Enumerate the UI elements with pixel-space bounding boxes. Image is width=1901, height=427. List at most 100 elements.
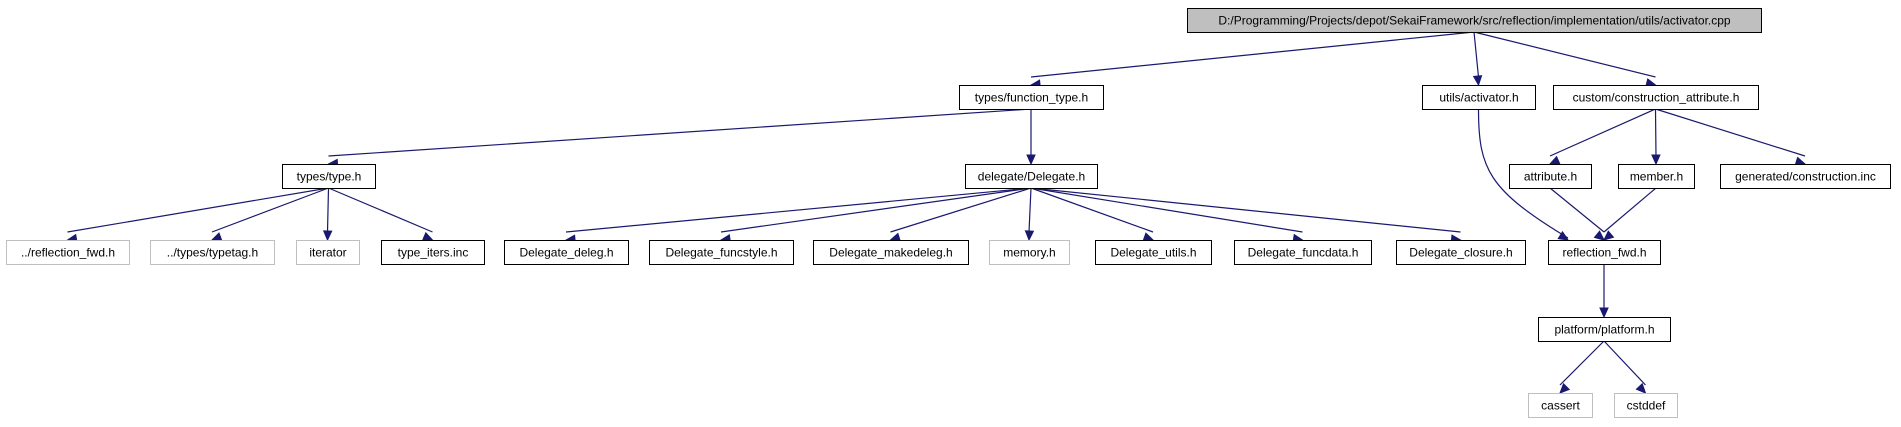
node-generated-construction[interactable]: generated/construction.inc: [1720, 164, 1891, 189]
node-delegate-closure[interactable]: Delegate_closure.h: [1396, 240, 1526, 265]
edge-arrowhead: [1024, 230, 1035, 242]
node-delegate-deleg[interactable]: Delegate_deleg.h: [504, 240, 629, 265]
edge-delegate-to-delegate_deleg: [564, 187, 1032, 244]
node-label: custom/construction_attribute.h: [1573, 91, 1740, 105]
node-root[interactable]: D:/Programming/Projects/depot/SekaiFrame…: [1187, 8, 1762, 33]
edge-attribute-to-reflection_fwd: [1549, 187, 1605, 241]
edge-root-to-function_type: [1029, 31, 1475, 89]
node-box: [965, 164, 1098, 189]
edge-line: [1603, 340, 1646, 386]
edge-construction_attribute-to-member: [1651, 108, 1661, 166]
edge-line: [328, 187, 433, 233]
node-box: [1538, 317, 1671, 342]
node-label: reflection_fwd.h: [1562, 246, 1646, 260]
edge-line: [67, 187, 329, 233]
node-box: [1548, 240, 1661, 265]
edge-arrowhead: [1557, 230, 1570, 241]
node-box: [1095, 240, 1212, 265]
node-attribute[interactable]: attribute.h: [1509, 164, 1592, 189]
edge-arrowhead: [1603, 230, 1615, 241]
edge-line: [1603, 187, 1657, 233]
node-delegate-utils[interactable]: Delegate_utils.h: [1095, 240, 1212, 265]
node-function-type[interactable]: types/function_type.h: [959, 85, 1104, 110]
edge-line: [1028, 187, 1032, 233]
edge-line: [1549, 108, 1656, 157]
nodes-layer: D:/Programming/Projects/depot/SekaiFrame…: [6, 8, 1891, 418]
edge-arrowhead: [1559, 382, 1571, 394]
edge-arrowhead: [1599, 307, 1609, 319]
node-label: platform/platform.h: [1554, 323, 1654, 337]
node-box: [381, 240, 485, 265]
node-label: Delegate_makedeleg.h: [829, 246, 952, 260]
edge-types_type-to-type_iters: [328, 187, 434, 241]
edge-platform-to-cassert: [1559, 340, 1605, 394]
node-label: delegate/Delegate.h: [978, 170, 1085, 184]
edge-reflection_fwd-to-platform: [1599, 264, 1609, 319]
edge-line: [565, 187, 1032, 233]
edge-delegate-to-delegate_funcstyle: [719, 187, 1032, 244]
edge-line: [1549, 187, 1605, 233]
node-type-iters[interactable]: type_iters.inc: [381, 240, 485, 265]
node-label: iterator: [309, 246, 346, 260]
node-delegate-funcdata[interactable]: Delegate_funcdata.h: [1234, 240, 1372, 265]
edge-member-to-reflection_fwd: [1603, 187, 1657, 241]
node-box: [1187, 8, 1762, 33]
edge-types_type-to-rel_reflection_fwd: [66, 187, 329, 244]
node-rel-reflection-fwd: ../reflection_fwd.h: [6, 240, 130, 265]
node-box: [1396, 240, 1526, 265]
node-delegate-makedeleg[interactable]: Delegate_makedeleg.h: [813, 240, 969, 265]
edges-layer: [66, 31, 1807, 394]
edge-arrowhead: [1026, 154, 1036, 166]
node-memory: memory.h: [989, 240, 1070, 265]
edge-arrowhead: [1635, 382, 1647, 394]
node-box: [1618, 164, 1695, 189]
node-label: cstddef: [1627, 399, 1666, 413]
edge-line: [720, 187, 1032, 233]
edge-line: [1030, 31, 1475, 78]
edge-line: [1559, 340, 1605, 386]
node-box: [813, 240, 969, 265]
edge-function_type-to-types_type: [327, 108, 1032, 169]
edge-delegate-to-delegate_closure: [1030, 187, 1462, 244]
node-delegate-funcstyle[interactable]: Delegate_funcstyle.h: [649, 240, 794, 265]
edge-construction_attribute-to-generated_construction: [1655, 108, 1807, 166]
node-member[interactable]: member.h: [1618, 164, 1695, 189]
edge-arrowhead: [1548, 155, 1561, 165]
node-box: [282, 164, 376, 189]
edge-types_type-to-rel_typetag: [210, 187, 329, 242]
node-label: ../types/typetag.h: [167, 246, 258, 260]
node-box: [1528, 393, 1593, 418]
edge-line: [1030, 187, 1303, 233]
node-utils-activator[interactable]: utils/activator.h: [1422, 85, 1536, 110]
edge-delegate-to-delegate_funcdata: [1030, 187, 1304, 244]
edge-platform-to-cstddef: [1603, 340, 1647, 394]
edge-function_type-to-delegate: [1026, 109, 1036, 166]
edge-line: [211, 187, 329, 233]
node-label: Delegate_utils.h: [1110, 246, 1196, 260]
node-label: memory.h: [1003, 246, 1055, 260]
node-reflection-fwd[interactable]: reflection_fwd.h: [1548, 240, 1661, 265]
edge-arrowhead: [1142, 232, 1155, 242]
node-label: ../reflection_fwd.h: [21, 246, 115, 260]
node-delegate[interactable]: delegate/Delegate.h: [965, 164, 1098, 189]
node-box: [504, 240, 629, 265]
node-construction-attribute[interactable]: custom/construction_attribute.h: [1553, 85, 1759, 110]
node-label: Delegate_deleg.h: [519, 246, 613, 260]
node-rel-typetag: ../types/typetag.h: [150, 240, 275, 265]
edge-line: [1477, 108, 1569, 239]
node-types-type[interactable]: types/type.h: [282, 164, 376, 189]
edge-line: [1473, 31, 1656, 78]
node-platform[interactable]: platform/platform.h: [1538, 317, 1671, 342]
node-label: types/function_type.h: [975, 91, 1088, 105]
node-box: [959, 85, 1104, 110]
edge-line: [1655, 108, 1806, 157]
edge-types_type-to-iterator: [322, 187, 333, 242]
node-label: member.h: [1630, 170, 1683, 184]
node-label: D:/Programming/Projects/depot/SekaiFrame…: [1218, 14, 1731, 28]
edge-arrowhead: [1472, 75, 1483, 87]
edge-delegate-to-delegate_makedeleg: [889, 187, 1032, 242]
node-cstddef: cstddef: [1614, 393, 1678, 418]
edge-arrowhead: [1794, 156, 1807, 166]
node-box: [1234, 240, 1372, 265]
